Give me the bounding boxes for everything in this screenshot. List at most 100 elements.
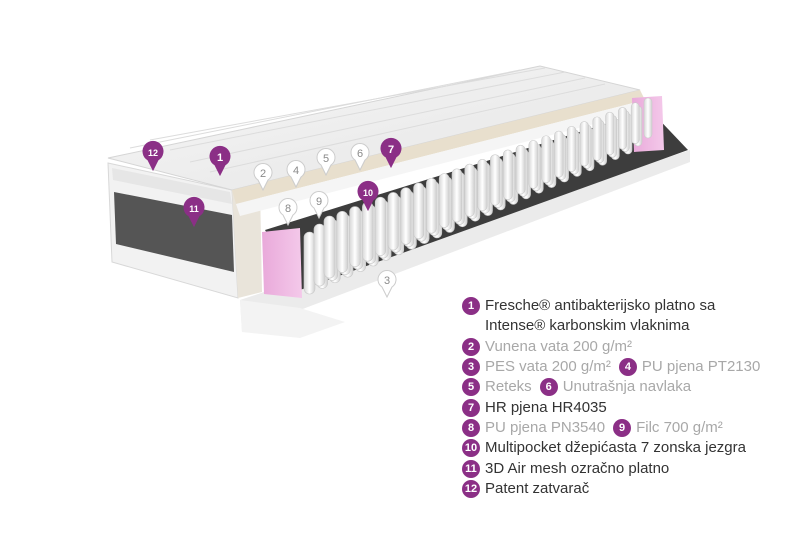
pocket-spring	[464, 163, 475, 217]
marker-8: 8	[278, 198, 298, 227]
legend-text: Vunena vata 200 g/m²	[485, 337, 633, 355]
marker-9: 9	[309, 191, 329, 220]
pocket-springs	[303, 97, 653, 295]
legend-row-7: 10 Multipocket džepićasta 7 zonska jezgr…	[462, 438, 792, 458]
pocket-spring	[579, 121, 589, 167]
pocket-spring	[528, 140, 539, 189]
pocket-spring	[374, 196, 387, 256]
pocket-spring	[541, 135, 551, 184]
legend-text: PU pjena PT2130	[641, 358, 761, 376]
legend-row-8: 11 3D Air mesh ozračno platno	[462, 458, 792, 478]
marker-6: 6	[350, 143, 370, 172]
legend-number: 11	[462, 459, 480, 478]
marker-label: 9	[316, 196, 322, 208]
wool-layer	[232, 90, 645, 204]
pocket-spring	[605, 111, 615, 156]
legend-text: Multipocket džepićasta 7 zonska jezgra	[485, 439, 746, 457]
legend-number: 10	[462, 439, 480, 458]
legend-row-9: 12 Patent zatvarač	[462, 479, 792, 499]
marker-5: 5	[316, 148, 336, 177]
pocket-spring	[349, 206, 361, 268]
pocket-spring	[502, 149, 513, 200]
pocket-spring	[426, 177, 437, 234]
marker-label: 10	[363, 188, 373, 198]
legend-text: 3D Air mesh ozračno platno	[485, 459, 670, 477]
pocket-spring	[592, 116, 602, 161]
legend-number: 8	[462, 418, 480, 437]
pocket-spring	[643, 97, 653, 139]
pocket-spring	[362, 201, 374, 262]
legend-number: 4	[618, 358, 637, 377]
marker-11: 11	[183, 196, 205, 228]
legend-number: 7	[462, 398, 480, 417]
marker-label: 7	[388, 144, 394, 156]
hr-foam-front	[262, 228, 302, 298]
pocket-spring	[451, 168, 463, 223]
pocket-spring	[566, 126, 577, 172]
legend-number: 2	[462, 337, 480, 356]
legend-number: 5	[462, 378, 480, 397]
legend-text: PES vata 200 g/m²	[485, 358, 611, 376]
pocket-spring	[313, 223, 326, 287]
pes-layer	[236, 100, 648, 216]
legend-row-4: 5 Reteks 6 Unutrašnja navlaka	[462, 377, 792, 397]
legend-text: Patent zatvarač	[485, 479, 590, 497]
base-front	[240, 300, 345, 338]
legend-row-1: 1 Fresche® antibakterijsko platno sa	[462, 296, 792, 316]
legend-text: PU pjena PN3540	[485, 418, 606, 436]
marker-10: 10	[357, 180, 379, 212]
marker-label: 11	[189, 204, 199, 214]
marker-12: 12	[142, 140, 164, 172]
marker-label: 12	[148, 148, 158, 158]
marker-3: 3	[377, 270, 397, 299]
pocket-spring	[336, 210, 348, 273]
pocket-spring	[554, 130, 564, 178]
legend-number: 1	[462, 297, 480, 316]
pocket-spring	[387, 192, 399, 251]
legend-text: Filc 700 g/m²	[636, 418, 723, 436]
pocket-spring	[303, 231, 316, 295]
legend-text: Fresche® antibakterijsko platno sa	[485, 297, 716, 315]
pocket-spring	[477, 159, 488, 212]
mesh-panel	[114, 192, 234, 272]
pocket-spring	[630, 102, 640, 144]
legend-text: Unutrašnja navlaka	[562, 378, 692, 396]
legend-number: 12	[462, 479, 480, 498]
legend-row-5: 7 HR pjena HR4035	[462, 397, 792, 417]
quilt-stitching	[129, 67, 606, 173]
legend-text: HR pjena HR4035	[485, 398, 607, 416]
pocket-spring	[618, 107, 627, 150]
marker-label: 8	[285, 203, 291, 215]
pocket-spring	[515, 144, 526, 195]
marker-4: 4	[286, 160, 306, 189]
legend-number: 3	[462, 358, 480, 377]
marker-label: 3	[384, 275, 390, 287]
legend-row-2: 2 Vunena vata 200 g/m²	[462, 337, 792, 357]
marker-2: 2	[253, 163, 273, 192]
pocket-spring	[323, 215, 336, 279]
legend-row-3: 3 PES vata 200 g/m² 4 PU pjena PT2130	[462, 357, 792, 377]
legend-number: 6	[539, 378, 558, 397]
marker-1: 1	[209, 145, 231, 177]
legend-row-6: 8 PU pjena PN3540 9 Filc 700 g/m²	[462, 418, 792, 438]
base-slab	[240, 150, 690, 332]
pocket-spring	[400, 187, 412, 245]
marker-label: 2	[260, 168, 266, 180]
legend: 1 Fresche® antibakterijsko platno sa Int…	[462, 296, 792, 499]
marker-7: 7	[380, 137, 402, 169]
legend-number: 9	[613, 418, 632, 437]
zipper-band	[112, 168, 232, 204]
pocket-spring	[438, 173, 450, 228]
marker-label: 4	[293, 165, 299, 177]
legend-row-1b: Intense® karbonskim vlaknima	[462, 316, 792, 336]
legend-text: Intense® karbonskim vlaknima	[485, 317, 690, 335]
pocket-spring	[413, 182, 425, 240]
pocket-spring	[490, 154, 501, 206]
marker-label: 1	[217, 152, 223, 164]
marker-label: 6	[357, 148, 363, 160]
marker-label: 5	[323, 153, 329, 165]
legend-text: Reteks	[485, 378, 532, 396]
